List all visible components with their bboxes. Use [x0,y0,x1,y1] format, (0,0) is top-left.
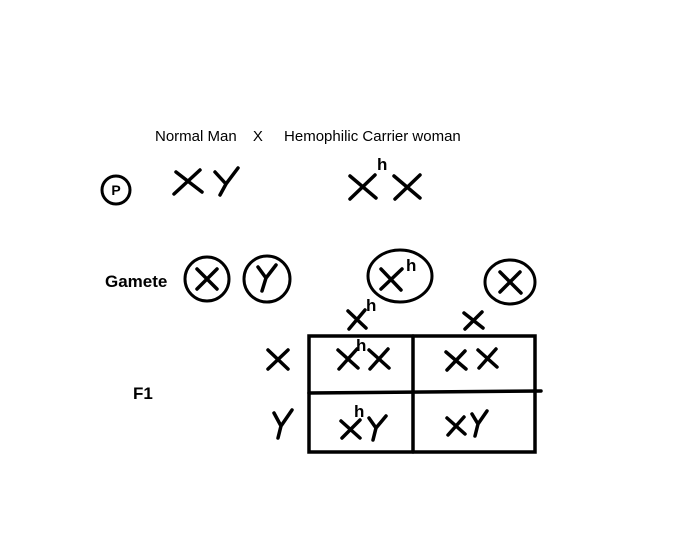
father-gamete-y-circle [242,254,292,304]
father-gamete-x-circle [183,255,231,303]
cell-xh-x: h [336,336,391,371]
mother-gamete-x-glyph [498,270,523,295]
mother-gamete-x [483,258,537,306]
cell-xh-x-first [336,347,360,371]
mother-gamete-x-circle [483,258,537,306]
father-gamete-x [183,255,231,303]
cross-symbol: X [252,128,263,145]
cell-xh-y-allele-h: h [354,402,364,421]
parent-marker-circle [100,174,132,206]
father-genotype [172,166,240,197]
father-gamete-x-glyph [195,267,219,291]
mother-xh-chromosome [348,173,378,201]
cell-x-x-first [444,349,468,372]
row-header-x [266,348,290,371]
cell-xh-x-second [367,347,391,371]
cell-x-y-x [445,415,467,437]
column-header-xh-glyph [346,308,368,331]
cell-xh-y-x [339,418,362,440]
punnett-grid-horizontal-divider [307,389,543,395]
father-y-chromosome [213,166,240,197]
cell-xh-y: h [339,402,388,442]
column-header-allele-h: h [366,296,376,315]
cell-xh-y-y [367,414,388,442]
father-gamete-y-glyph [256,263,278,293]
mother-gamete-xh-circle [366,248,434,304]
column-header-xh: h [346,296,376,331]
gamete-label: Gamete [105,272,168,291]
cell-x-x-second [476,347,499,370]
cell-x-x [444,347,499,372]
mother-genotype: h [348,155,422,201]
father-label: Normal Man [155,128,237,145]
cell-x-y-y [470,409,489,438]
column-header-x [462,310,485,331]
cell-x-y [445,409,489,438]
mother-x-chromosome [392,173,422,201]
cross-title: Normal Man X Hemophilic Carrier woman [155,128,461,145]
father-gamete-y [242,254,292,304]
mother-label: Hemophilic Carrier woman [284,128,461,145]
mother-gamete-xh: h [366,248,434,304]
f1-label: F1 [133,384,153,403]
mother-gamete-xh-glyph [379,267,404,292]
parent-generation-marker: P [100,174,132,206]
row-header-y [272,408,294,440]
parent-marker-text: P [111,182,120,198]
cell-xh-x-allele-h: h [356,336,366,355]
mother-gamete-allele-h: h [406,256,416,275]
mother-allele-h: h [377,155,387,174]
father-x-chromosome [172,168,204,196]
punnett-grid [307,334,543,454]
